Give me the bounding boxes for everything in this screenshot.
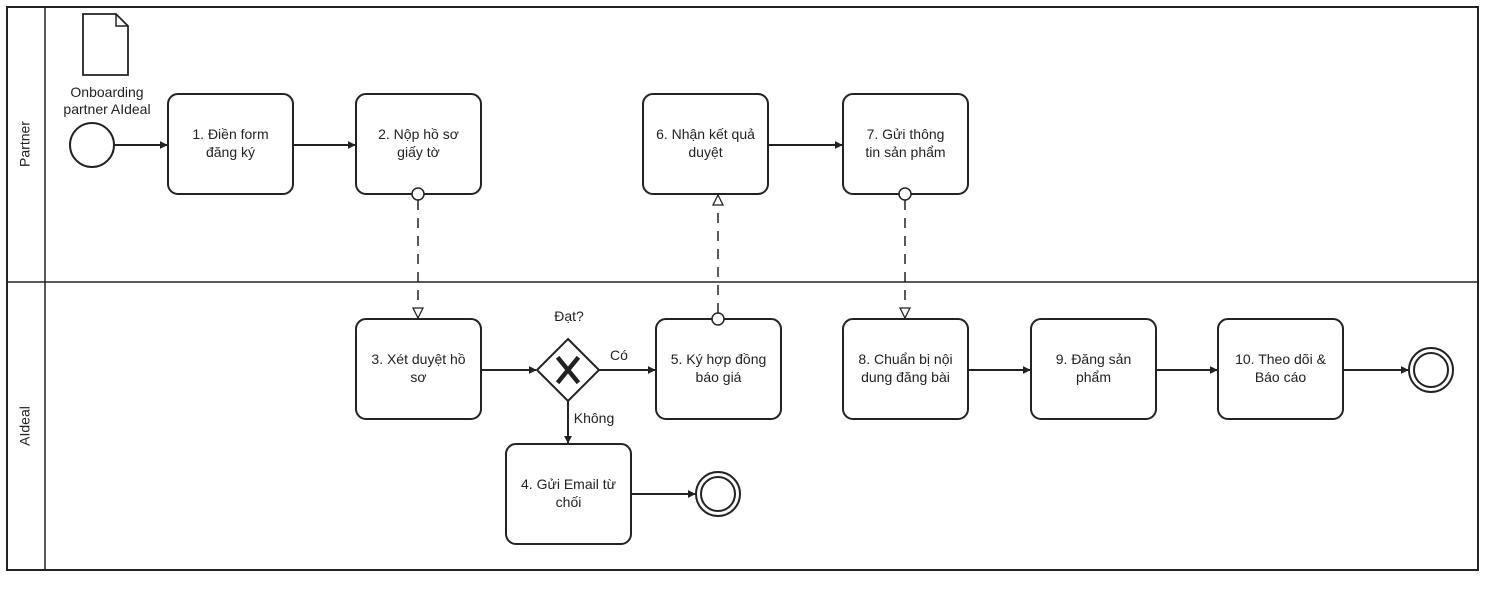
task-3-line-2: sơ bbox=[410, 369, 426, 385]
task-10-monitor-report[interactable]: 10. Theo dõi & Báo cáo bbox=[1217, 318, 1344, 420]
data-object-label-line-2: partner AIdeal bbox=[63, 101, 150, 117]
task-2-line-2: giấy tờ bbox=[397, 144, 440, 160]
gateway-question-label: Đạt? bbox=[554, 308, 584, 324]
task-6-line-2: duyệt bbox=[688, 144, 722, 160]
start-event[interactable] bbox=[69, 122, 115, 168]
task-5-line-1: 5. Ký hợp đồng bbox=[671, 351, 767, 367]
task-5-sign-contract[interactable]: 5. Ký hợp đồng báo giá bbox=[655, 318, 782, 420]
message-flow-task-5-to-task-6 bbox=[711, 195, 725, 326]
data-object[interactable]: Onboarding partner AIdeal bbox=[63, 13, 151, 117]
task-9-line-1: 9. Đăng sản bbox=[1056, 351, 1132, 367]
task-4-send-rejection-email[interactable]: 4. Gửi Email từ chối bbox=[505, 443, 632, 545]
task-9-line-2: phẩm bbox=[1076, 369, 1111, 385]
task-7-line-1: 7. Gửi thông bbox=[867, 126, 945, 142]
task-1-fill-form[interactable]: 1. Điền form đăng ký bbox=[167, 93, 294, 195]
task-2-submit-documents[interactable]: 2. Nộp hồ sơ giấy tờ bbox=[355, 93, 482, 195]
gateway-yes-label: Có bbox=[610, 347, 628, 363]
end-event-final[interactable] bbox=[1408, 347, 1454, 393]
task-5-line-2: báo giá bbox=[696, 369, 742, 385]
task-10-line-1: 10. Theo dõi & bbox=[1235, 351, 1326, 367]
task-6-line-1: 6. Nhận kết quả bbox=[656, 126, 755, 142]
data-object-label-line-1: Onboarding bbox=[70, 84, 143, 100]
task-8-line-1: 8. Chuẩn bị nội bbox=[858, 351, 952, 367]
task-9-publish-product[interactable]: 9. Đăng sản phẩm bbox=[1030, 318, 1157, 420]
message-flow-task-7-to-task-8 bbox=[898, 187, 912, 318]
task-4-line-2: chối bbox=[556, 494, 582, 510]
task-8-prepare-content[interactable]: 8. Chuẩn bị nội dung đăng bài bbox=[842, 318, 969, 420]
task-1-line-1: 1. Điền form bbox=[192, 126, 268, 142]
task-3-review-documents[interactable]: 3. Xét duyệt hồ sơ bbox=[355, 318, 482, 420]
lane-label-aideal: AIdeal bbox=[17, 406, 33, 446]
task-4-line-1: 4. Gửi Email từ bbox=[521, 476, 616, 492]
task-7-line-2: tin sản phẩm bbox=[865, 144, 945, 160]
document-icon bbox=[82, 13, 129, 76]
task-8-line-2: dung đăng bài bbox=[861, 369, 950, 385]
task-10-line-2: Báo cáo bbox=[1255, 369, 1307, 385]
document-fold bbox=[115, 14, 128, 27]
task-3-line-1: 3. Xét duyệt hồ bbox=[371, 351, 465, 367]
task-7-send-product-info[interactable]: 7. Gửi thông tin sản phẩm bbox=[842, 93, 969, 195]
task-1-line-2: đăng ký bbox=[206, 144, 255, 160]
task-6-receive-result[interactable]: 6. Nhận kết quả duyệt bbox=[642, 93, 769, 195]
lane-label-partner: Partner bbox=[17, 121, 33, 167]
end-event-rejected[interactable] bbox=[695, 471, 741, 517]
gateway-x-icon bbox=[555, 355, 581, 385]
exclusive-gateway[interactable] bbox=[535, 337, 601, 403]
pool-border bbox=[6, 6, 1479, 571]
gateway-no-label: Không bbox=[574, 410, 614, 426]
task-2-line-1: 2. Nộp hồ sơ bbox=[378, 126, 459, 142]
message-flow-task-2-to-task-3 bbox=[411, 187, 425, 318]
